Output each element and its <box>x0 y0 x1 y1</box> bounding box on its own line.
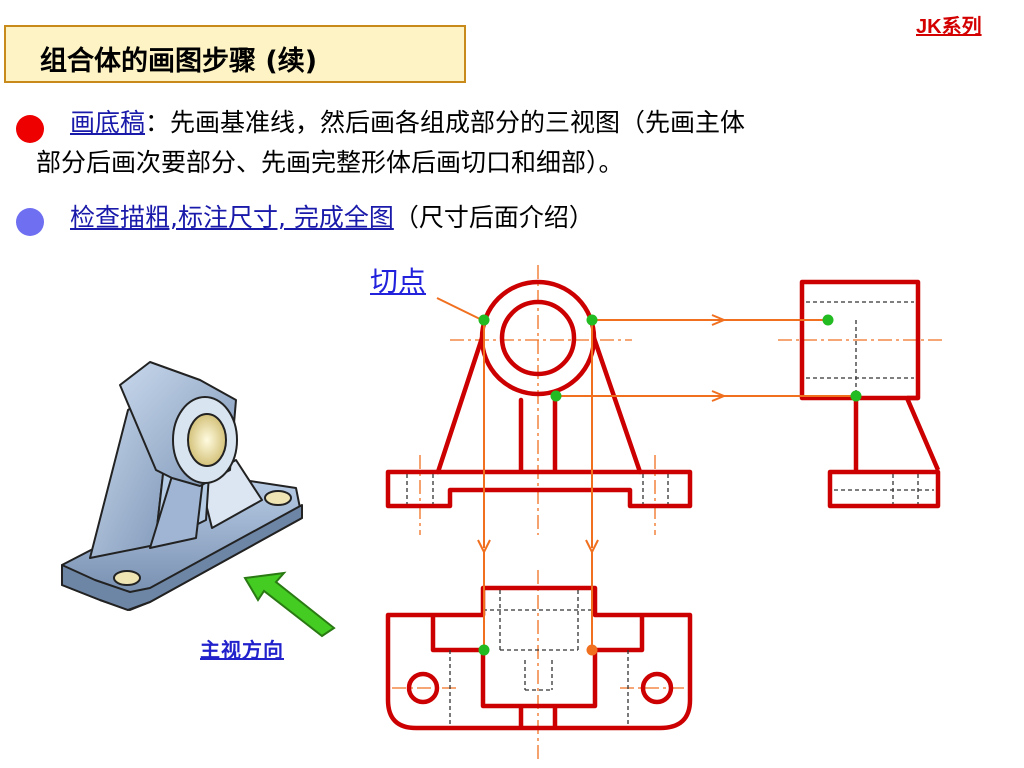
bullet-red-icon <box>16 115 44 143</box>
bullet-blue-icon <box>16 208 44 236</box>
side-view <box>778 279 945 509</box>
step1-text-a: ：先画基准线，然后画各组成部分的三视图（先画主体 <box>145 108 746 137</box>
view-direction-label: 主视方向 <box>200 638 284 662</box>
tangent-point-label: 切点 <box>370 265 427 298</box>
page-title: 组合体的画图步骤 (续) <box>40 46 318 77</box>
view-direction-arrow-icon <box>243 571 336 638</box>
tangent-points <box>478 314 862 656</box>
step1-line1: 画底稿：先画基准线，然后画各组成部分的三视图（先画主体 <box>70 103 1010 143</box>
front-view <box>385 265 693 535</box>
step1-term-link[interactable]: 画底稿 <box>70 108 146 137</box>
step2-text: （尺寸后面介绍） <box>393 203 594 232</box>
isometric-part <box>61 361 303 611</box>
projection-lines <box>436 297 856 650</box>
brand-label: JK系列 <box>916 16 982 38</box>
step2-term-link[interactable]: 检查描粗,标注尺寸, 完成全图 <box>70 203 394 232</box>
title-box: 组合体的画图步骤 (续) <box>4 25 466 83</box>
step1-text-b: 部分后画次要部分、先画完整形体后画切口和细部）。 <box>36 148 624 177</box>
step2-line: 检查描粗,标注尺寸, 完成全图（尺寸后面介绍） <box>70 198 1010 238</box>
top-view <box>385 570 693 760</box>
